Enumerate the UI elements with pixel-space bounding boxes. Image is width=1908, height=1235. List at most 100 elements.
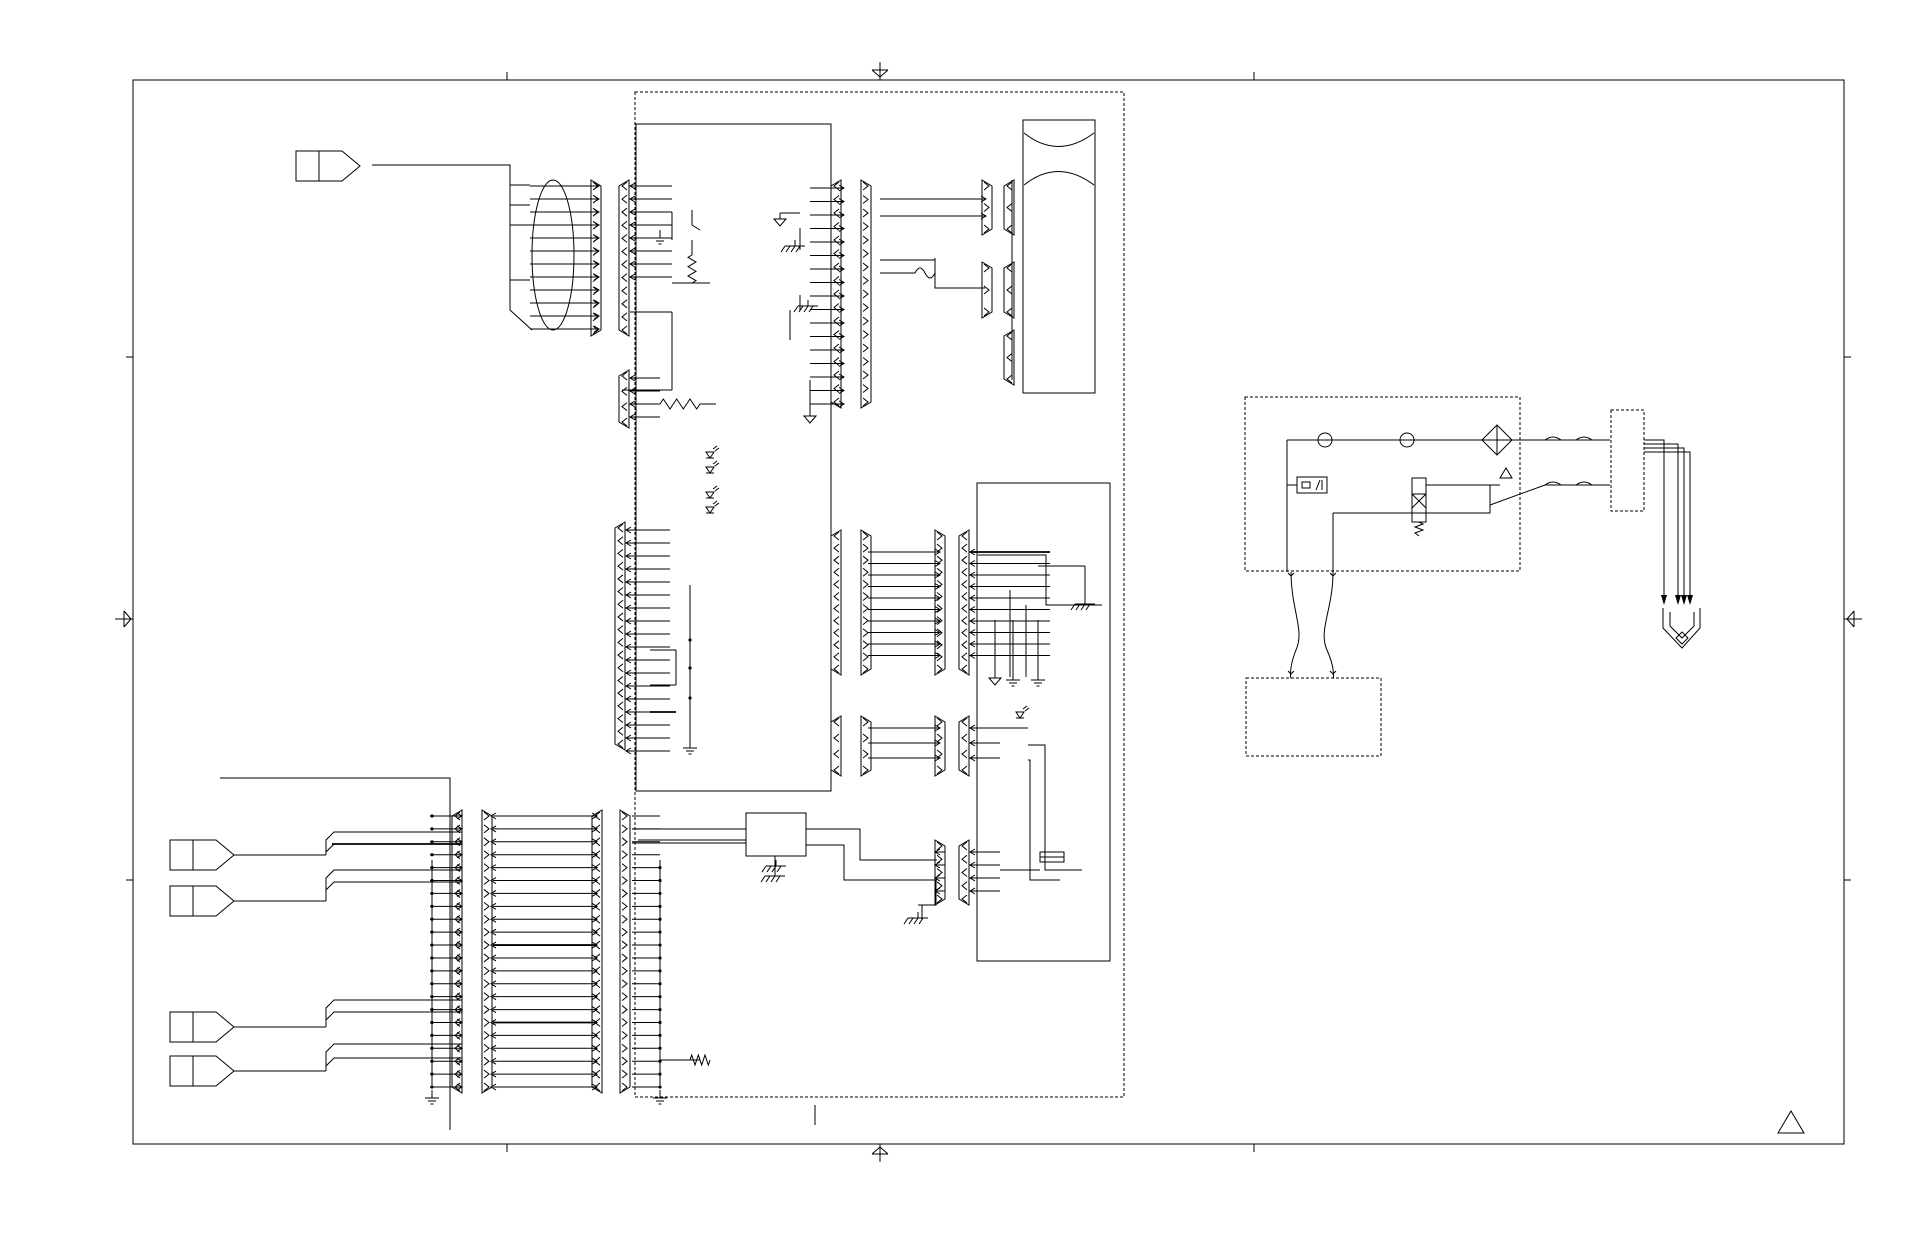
connector-pin	[621, 901, 628, 911]
connector-pin	[621, 1005, 628, 1014]
ground-hatch	[798, 305, 804, 313]
switch-icon	[691, 210, 701, 231]
connector-pin	[621, 402, 628, 412]
chassis-ground-icon	[793, 300, 818, 313]
wire-arrow	[838, 211, 845, 219]
pump-icon	[1317, 432, 1333, 448]
connector-pin	[833, 262, 840, 272]
ground-triangle	[987, 677, 1003, 686]
ground-hatch	[776, 865, 782, 873]
nozzle-arrow	[1661, 595, 1667, 605]
filter-body	[1481, 424, 1513, 456]
wire-arrow	[969, 724, 976, 732]
resistor-zigzag	[687, 254, 697, 284]
wire-arrow	[969, 629, 976, 636]
connector-housing	[860, 529, 872, 676]
solenoid-valve-icon	[1411, 477, 1427, 537]
connector-pin	[961, 664, 968, 674]
connector-pin	[833, 370, 840, 380]
connector-block	[934, 839, 946, 906]
connector-pin	[833, 276, 840, 285]
wire-arrow	[490, 967, 497, 975]
connector-pin	[936, 854, 943, 864]
connector-pin	[833, 357, 840, 366]
connector-pin	[617, 612, 624, 622]
wire-arrow	[629, 182, 636, 190]
wire-arrow	[591, 877, 598, 884]
sensor-cable	[372, 164, 511, 175]
manifold	[1610, 409, 1645, 512]
ground-hatch	[790, 245, 796, 253]
connector-pin	[862, 640, 869, 650]
connector-pin	[621, 914, 628, 924]
ground-icon	[772, 213, 788, 227]
led-ray	[712, 445, 718, 450]
wire-arrow	[490, 928, 497, 936]
wire-arrow	[490, 1083, 497, 1091]
ground-triangle	[802, 415, 818, 424]
wire-arrow	[629, 234, 636, 242]
connector-pin	[961, 604, 968, 613]
connector-pin	[483, 889, 490, 898]
connector-pin	[483, 1056, 490, 1066]
wire-arrow	[591, 864, 598, 872]
revision-triangle-icon	[1777, 1110, 1805, 1134]
led-icon	[705, 460, 720, 474]
wire-arrow	[456, 1057, 463, 1065]
connector-housing	[451, 809, 463, 1094]
connector-pin	[621, 953, 628, 963]
connector-pin	[961, 717, 968, 727]
main-enclosure	[634, 91, 1125, 1098]
connector-pin	[833, 717, 840, 727]
ground-icon	[1031, 672, 1045, 687]
connector-pin	[862, 235, 869, 245]
enclosures	[634, 91, 1645, 1098]
plug-body	[169, 885, 235, 917]
connector-pin	[483, 901, 490, 911]
led-ray	[712, 460, 718, 465]
ground-hatch	[1085, 603, 1091, 611]
connector-pin	[1006, 374, 1013, 384]
wire-arrow	[838, 319, 845, 327]
connector-housing	[981, 261, 993, 319]
connector-pin	[833, 531, 840, 541]
wire-arrow	[456, 889, 463, 897]
flow-meter-body	[1399, 432, 1415, 448]
wire-arrow	[838, 292, 845, 300]
wire-arrow	[591, 954, 598, 962]
connector-pin	[833, 640, 840, 650]
wire-arrow	[456, 851, 463, 859]
wire-arrow	[934, 594, 941, 602]
wire-arrow	[456, 1044, 463, 1052]
connector-housing	[934, 839, 946, 906]
connector-pin	[862, 765, 869, 775]
connector-housing	[1003, 329, 1015, 386]
wire-arrow	[591, 1006, 598, 1014]
connector-pin	[862, 195, 869, 204]
wire-arrow	[490, 902, 497, 910]
nozzle-line	[1644, 451, 1691, 600]
flex-hose	[1323, 571, 1334, 679]
connector-pin	[833, 235, 840, 245]
wire-arrow	[591, 825, 598, 833]
wire-arrow	[490, 825, 497, 833]
wire-arrow	[591, 851, 598, 859]
nozzle-icon	[1661, 595, 1701, 649]
wire-arrow	[934, 606, 941, 613]
connector-pin	[862, 652, 869, 662]
wire-arrow	[625, 734, 632, 742]
chassis-ground-icon	[903, 912, 928, 925]
nozzle-line	[1644, 439, 1665, 600]
fuse-lead	[1028, 744, 1082, 871]
connector-pin	[936, 616, 943, 626]
relay-lead	[806, 844, 937, 881]
connector-pin	[617, 599, 624, 609]
wire-arrow	[625, 539, 632, 547]
connector-pin	[961, 531, 968, 541]
connector-pin	[483, 953, 490, 963]
connector-housing	[830, 179, 842, 409]
shield-lead	[509, 175, 533, 331]
led-ray	[1024, 707, 1030, 712]
connector-block	[830, 715, 842, 777]
wire-arrow	[969, 874, 976, 882]
